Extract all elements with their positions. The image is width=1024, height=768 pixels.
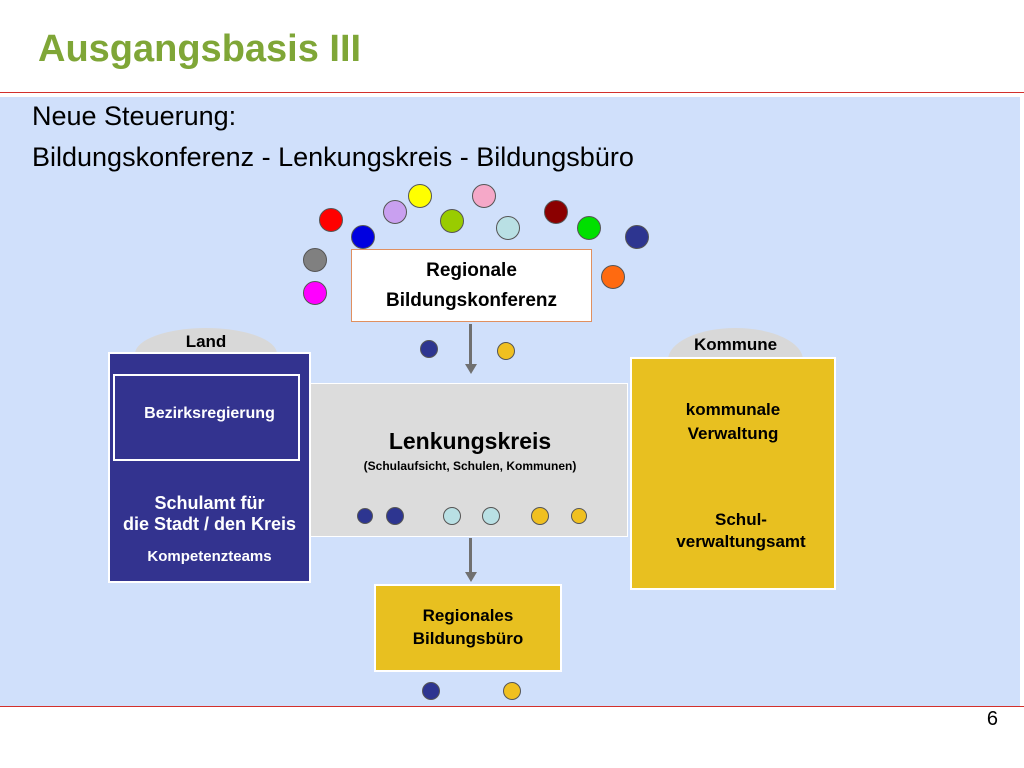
schulamt-label-line2: die Stadt / den Kreis — [122, 514, 297, 534]
arrow-head — [465, 572, 477, 582]
kommunale-verwaltung-line1: kommunale — [685, 400, 781, 419]
kommune-box — [630, 357, 836, 590]
bezirksregierung-label: Bezirksregierung — [144, 405, 275, 422]
buero-label-line1: Regionales — [422, 606, 514, 625]
stakeholder-dot — [383, 200, 407, 224]
member-dot-lightblue — [482, 507, 500, 525]
title-rule — [0, 92, 1024, 93]
schulverwaltungsamt-line2: verwaltungsamt — [676, 532, 806, 551]
buero-label-line2: Bildungsbüro — [412, 629, 524, 648]
slide-title: Ausgangsbasis III — [38, 28, 362, 70]
stakeholder-dot — [577, 216, 601, 240]
footer-rule — [0, 706, 1024, 707]
member-dot-lightblue — [443, 507, 461, 525]
kompetenzteams-label: Kompetenzteams — [147, 548, 272, 565]
schulamt-label-line1: Schulamt für — [154, 493, 265, 513]
member-dot-yellow — [503, 682, 521, 700]
buero-box — [374, 584, 562, 672]
arrow-head — [465, 364, 477, 374]
subtitle-line2: Bildungskonferenz - Lenkungskreis - Bild… — [32, 142, 634, 172]
stakeholder-dot — [544, 200, 568, 224]
land-box — [108, 352, 311, 583]
lenkungskreis-subtitle: (Schulaufsicht, Schulen, Kommunen) — [363, 459, 577, 473]
subtitle-line1: Neue Steuerung: — [32, 101, 237, 131]
member-dot-yellow — [571, 508, 587, 524]
lenkungskreis-title: Lenkungskreis — [388, 428, 552, 454]
member-dot-navy — [386, 507, 404, 525]
page-number: 6 — [986, 708, 998, 730]
kommunale-verwaltung-line2: Verwaltung — [687, 424, 779, 443]
stakeholder-dot — [496, 216, 520, 240]
arrow-lenkung-to-buero — [469, 538, 472, 574]
konferenz-box — [351, 249, 592, 322]
stakeholder-dot — [601, 265, 625, 289]
konferenz-label-line1: Regionale — [426, 260, 517, 281]
stakeholder-dot — [408, 184, 432, 208]
arrow-konferenz-to-lenkung — [469, 324, 472, 366]
stakeholder-dot — [303, 281, 327, 305]
land-tab-label: Land — [185, 332, 227, 351]
stakeholder-dot — [625, 225, 649, 249]
stakeholder-dot — [319, 208, 343, 232]
member-dot-navy — [357, 508, 373, 524]
member-dot-navy — [420, 340, 438, 358]
stakeholder-dot — [351, 225, 375, 249]
stakeholder-dot — [472, 184, 496, 208]
konferenz-label-line2: Bildungskonferenz — [385, 290, 557, 311]
kommune-tab-label: Kommune — [693, 335, 778, 354]
schulverwaltungsamt-line1: Schul- — [715, 510, 767, 529]
member-dot-navy — [422, 682, 440, 700]
member-dot-yellow — [531, 507, 549, 525]
stakeholder-dot — [440, 209, 464, 233]
bezirksregierung-box — [113, 374, 300, 461]
stakeholder-dot — [303, 248, 327, 272]
member-dot-yellow — [497, 342, 515, 360]
